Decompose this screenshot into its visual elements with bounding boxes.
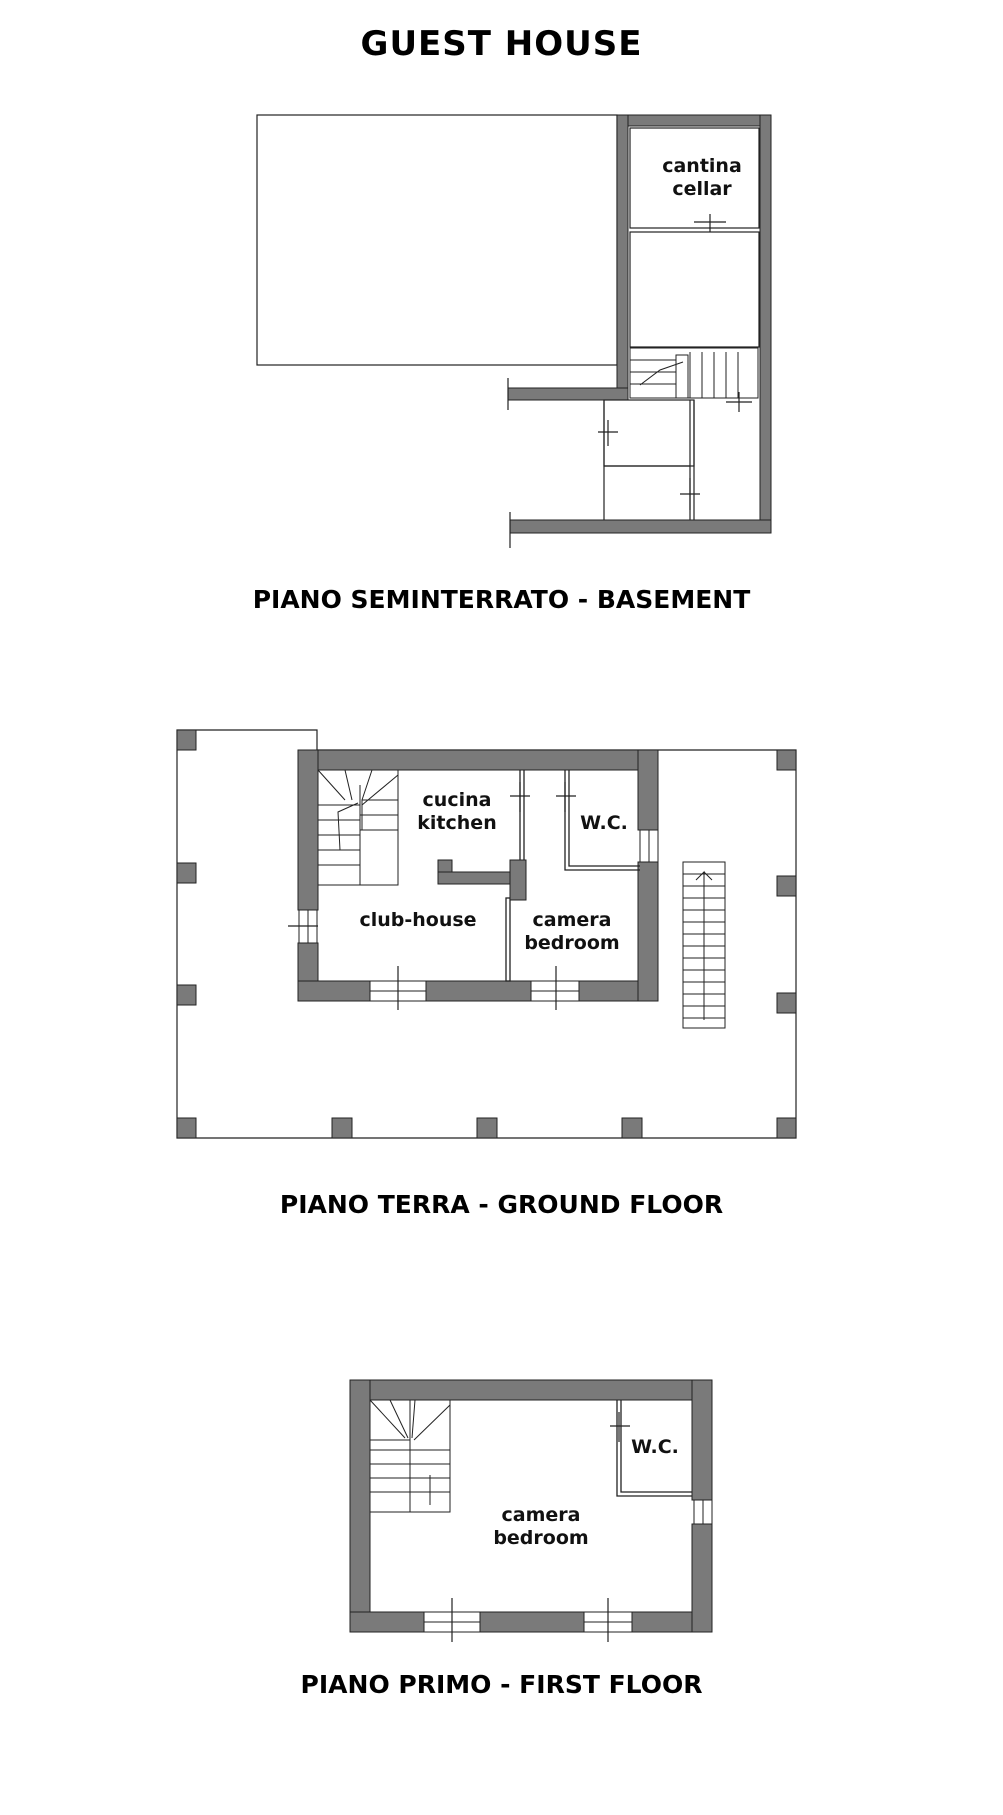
first-doors [451,1412,630,1642]
first-floor-plan: W.C. camera bedroom [349,1379,713,1642]
room-label-bedroom-en-first: bedroom [493,1527,588,1549]
room-label-bedroom-it-ground: camera [533,909,612,931]
ground-exterior-stairs [682,861,726,1029]
ground-interior-stairs [317,769,399,886]
ground-floor-caption: PIANO TERRA - GROUND FLOOR [279,1190,724,1219]
basement-doors [598,214,752,510]
room-label-kitchen-en: kitchen [417,812,496,834]
basement-caption: PIANO SEMINTERRATO - BASEMENT [252,585,751,614]
room-label-wc-first: W.C. [631,1436,679,1458]
ground-floor-plan: cucina kitchen W.C. club-house camera be… [176,729,797,1139]
room-label-bedroom-it-first: camera [502,1504,581,1526]
ground-pillars [176,729,797,1139]
room-label-cellar-en: cellar [672,178,732,200]
ground-doors [288,782,576,1010]
basement-plan: cantina cellar [256,114,772,548]
basement-walls [507,114,772,534]
first-stairs [369,1399,451,1513]
room-label-cellar-it: cantina [662,155,742,177]
first-wc-partition [616,1400,692,1497]
page-title: GUEST HOUSE [360,24,643,64]
room-label-clubhouse: club-house [359,909,476,931]
room-label-bedroom-en-ground: bedroom [524,932,619,954]
basement-stairs [629,347,759,399]
room-label-kitchen-it: cucina [423,789,492,811]
room-label-wc-ground: W.C. [580,812,628,834]
ground-wall-stub [437,859,527,901]
first-floor-caption: PIANO PRIMO - FIRST FLOOR [300,1670,703,1699]
basement-open-area [256,114,618,366]
